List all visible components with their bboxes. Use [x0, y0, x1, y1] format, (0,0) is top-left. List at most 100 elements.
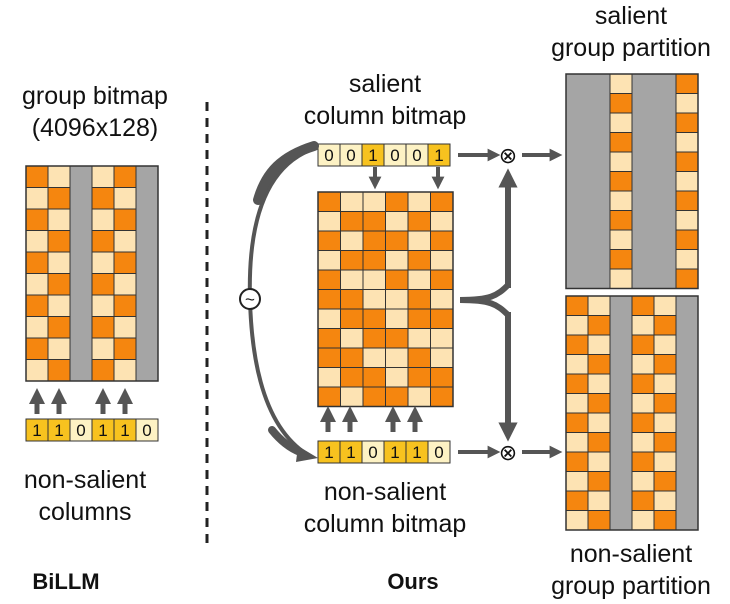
nonsalient-multiply-symbol: ⊗ — [499, 440, 517, 465]
grid-cell — [631, 412, 655, 433]
nonsalient-bitmap-bit: 1 — [346, 443, 355, 462]
nonsalient-bitmap-bit: 0 — [368, 443, 377, 462]
salient-bitmap-bit: 0 — [412, 146, 421, 165]
grid-cell — [317, 347, 341, 368]
grid-cell — [430, 191, 454, 212]
grid-cell — [565, 412, 589, 433]
grid-cell — [587, 432, 611, 453]
grid-cell — [609, 268, 633, 289]
grid-cell — [430, 308, 454, 329]
grid-cell — [113, 230, 137, 253]
grid-cell — [385, 230, 409, 251]
grid-cell — [631, 432, 655, 453]
grid-cell — [653, 315, 677, 336]
salient-bitmap-bit: 1 — [434, 146, 443, 165]
grid-cell — [407, 386, 431, 407]
grid-cell — [407, 211, 431, 232]
grid-cell — [430, 230, 454, 251]
grid-cell — [91, 337, 115, 360]
grid-cell — [430, 250, 454, 271]
grid-cell — [675, 112, 699, 133]
grid-cell — [25, 273, 49, 296]
grid-cell — [609, 190, 633, 211]
grid-cell — [609, 93, 633, 114]
grid-cell — [565, 393, 589, 414]
complement-curve-thick — [253, 141, 319, 205]
grid-cell — [587, 510, 611, 531]
grid-cell — [631, 393, 655, 414]
grid-cell — [362, 191, 386, 212]
ours-group-bitmap-grid — [317, 191, 454, 408]
billm-bitmap-bit: 1 — [32, 421, 41, 440]
grid-cell — [340, 386, 364, 407]
gray-column — [631, 73, 677, 289]
grid-cell — [675, 73, 699, 94]
grid-cell — [47, 208, 71, 231]
grid-cell — [113, 337, 137, 360]
grid-cell — [430, 347, 454, 368]
grid-cell — [587, 490, 611, 511]
salient-bitmap-bit: 0 — [346, 146, 355, 165]
grid-cell — [675, 132, 699, 153]
grid-cell — [565, 471, 589, 492]
grid-cell — [430, 269, 454, 290]
grid-cell — [609, 229, 633, 250]
grid-cell — [47, 316, 71, 339]
grid-border — [565, 73, 699, 290]
salient-partition-label: salient — [595, 2, 667, 30]
grid-cell — [631, 295, 655, 316]
grid-cell — [340, 308, 364, 329]
grid-cell — [565, 354, 589, 375]
grid-cell — [407, 289, 431, 310]
grid-cell — [430, 289, 454, 310]
nonsalient-bitmap-bit: 1 — [390, 443, 399, 462]
grid-cell — [91, 294, 115, 317]
salient-partition-label-2: group partition — [551, 34, 711, 62]
grid-cell — [113, 294, 137, 317]
grid-cell — [25, 359, 49, 382]
grid-cell — [385, 367, 409, 388]
grid-cell — [113, 273, 137, 296]
grid-cell — [25, 165, 49, 188]
grid-cell — [587, 412, 611, 433]
grid-cell — [609, 132, 633, 153]
grid-cell — [113, 316, 137, 339]
gray-column — [675, 295, 699, 531]
grid-cell — [587, 451, 611, 472]
grid-cell — [47, 230, 71, 253]
non-salient-partition-label: non-salient — [570, 540, 692, 568]
grid-cell — [362, 328, 386, 349]
grid-cell — [340, 230, 364, 251]
complement-op-symbol: ~ — [245, 290, 255, 309]
grid-cell — [25, 208, 49, 231]
grid-cell — [317, 250, 341, 271]
grid-cell — [340, 250, 364, 271]
non-salient-column-bitmap-label-2: column bitmap — [304, 510, 467, 538]
grid-cell — [25, 230, 49, 253]
grid-cell — [407, 308, 431, 329]
grid-cell — [653, 471, 677, 492]
grid-cell — [609, 73, 633, 94]
nonsalient-bitmap-bit: 0 — [434, 443, 443, 462]
grid-cell — [340, 347, 364, 368]
grid-cell — [47, 251, 71, 274]
grid-cell — [47, 187, 71, 210]
grid-cell — [653, 354, 677, 375]
grid-cell — [340, 191, 364, 212]
billm-method-label: BiLLM — [32, 569, 99, 594]
grid-cell — [565, 451, 589, 472]
grid-cell — [385, 347, 409, 368]
grid-cell — [653, 295, 677, 316]
grid-cell — [362, 308, 386, 329]
grid-cell — [675, 171, 699, 192]
grid-cell — [565, 373, 589, 394]
grid-cell — [113, 208, 137, 231]
grid-cell — [317, 308, 341, 329]
grid-cell — [362, 289, 386, 310]
grid-cell — [631, 373, 655, 394]
grid-cell — [113, 187, 137, 210]
billm-bitmap-bit: 1 — [120, 421, 129, 440]
